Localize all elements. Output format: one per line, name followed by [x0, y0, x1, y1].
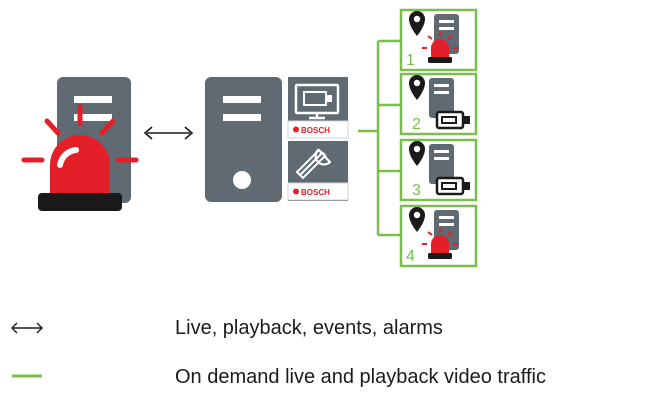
location-pin-icon	[409, 207, 425, 232]
site-4: 4	[399, 204, 478, 268]
operator-client-panel: BOSCH	[287, 77, 349, 139]
location-pin-icon	[409, 11, 425, 36]
green-line-icon	[12, 374, 42, 378]
legend-label: Live, playback, events, alarms	[175, 317, 443, 339]
location-pin-icon	[409, 141, 425, 166]
site-number: 2	[412, 116, 421, 133]
site-1: 1	[399, 8, 478, 72]
double-arrow-icon	[143, 126, 194, 140]
camera-icon	[435, 110, 470, 130]
brand-label-bottom: BOSCH	[301, 188, 330, 197]
brand-label-top: BOSCH	[301, 126, 330, 135]
site-number: 3	[412, 182, 421, 199]
site-3: 3	[399, 138, 478, 202]
system-diagram: BOSCH BOSCH	[21, 8, 478, 268]
central-server-icon	[205, 77, 282, 202]
double-arrow-icon	[11, 322, 43, 334]
green-connection-bracket	[358, 39, 401, 237]
alarm-icon	[21, 104, 139, 211]
wrench-icon	[295, 148, 332, 180]
monitor-icon	[294, 83, 340, 120]
location-pin-icon	[409, 75, 425, 100]
site-number: 4	[406, 248, 415, 265]
alarm-icon	[422, 32, 458, 63]
site-number: 1	[406, 52, 415, 69]
config-client-panel: BOSCH	[287, 141, 349, 201]
site-2: 2	[399, 72, 478, 136]
legend-row-green-line: On demand live and playback video traffi…	[0, 362, 659, 392]
camera-icon	[435, 176, 470, 196]
legend-label: On demand live and playback video traffi…	[175, 366, 546, 388]
legend-row-double-arrow: Live, playback, events, alarms	[0, 313, 659, 343]
alarm-icon	[422, 228, 458, 259]
